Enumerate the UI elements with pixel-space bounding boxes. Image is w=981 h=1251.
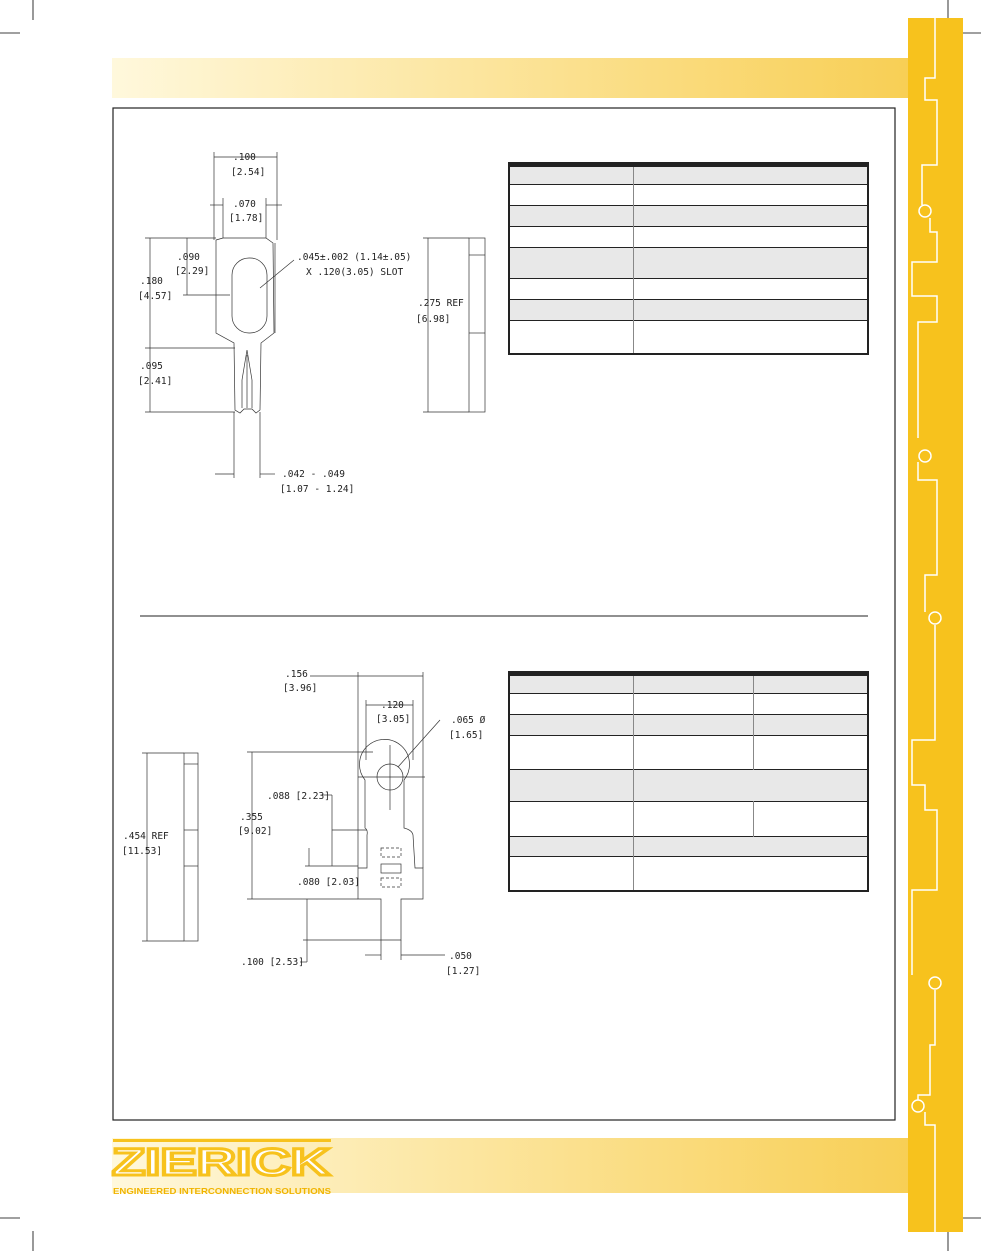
svg-text:ENGINEERED INTERCONNECTION SOL: ENGINEERED INTERCONNECTION SOLUTIONS — [113, 1186, 331, 1196]
dim-label: [3.96] — [283, 683, 317, 694]
dim-label: .090 — [177, 252, 200, 263]
dim-label: [1.07 - 1.24] — [280, 484, 354, 495]
spec-table-1 — [508, 162, 869, 355]
dim-label: [2.41] — [138, 376, 172, 387]
dim-label: .065 Ø — [451, 715, 486, 726]
drawing-1 — [145, 152, 486, 478]
dim-label: .156 — [285, 669, 308, 680]
dim-label: [2.54] — [231, 167, 265, 178]
spec-table-2 — [508, 671, 869, 892]
dim-label: .454 REF — [123, 831, 169, 842]
header-band — [112, 58, 908, 98]
dim-label: [1.65] — [449, 730, 483, 741]
dim-label: [11.53] — [122, 846, 162, 857]
dim-label: [1.27] — [446, 966, 480, 977]
drawing-1-labels: .100 [2.54] .070 [1.78] .090 [2.29] .180… — [138, 152, 464, 495]
drawing-2-labels: .156 [3.96] .120 [3.05] .065 Ø [1.65] .0… — [122, 669, 486, 977]
dim-label: .120 — [381, 700, 404, 711]
dim-label: [3.05] — [376, 714, 410, 725]
dim-label: .050 — [449, 951, 472, 962]
dim-label: .355 — [240, 812, 263, 823]
zierick-logo: ZIERICK ENGINEERED INTERCONNECTION SOLUT… — [111, 1139, 332, 1196]
dim-label: .088 [2.23] — [267, 791, 330, 802]
dim-label: [9.02] — [238, 826, 272, 837]
footer-band — [112, 1138, 908, 1193]
dim-label: .070 — [233, 199, 256, 210]
dim-label: [6.98] — [416, 314, 450, 325]
dim-label: .180 — [140, 276, 163, 287]
dim-label: [4.57] — [138, 291, 172, 302]
circuit-trace — [911, 18, 942, 1232]
slot-label: .045±.002 (1.14±.05) — [297, 252, 411, 263]
dim-label: [1.78] — [229, 213, 263, 224]
dim-label: .275 REF — [418, 298, 464, 309]
dim-label: .100 [2.53] — [241, 957, 304, 968]
dim-label: .100 — [233, 152, 256, 163]
dim-label: [2.29] — [175, 266, 209, 277]
drawing-2 — [142, 672, 445, 963]
dim-label: .042 - .049 — [282, 469, 345, 480]
content-frame — [112, 107, 896, 1121]
dim-label: .080 [2.03] — [297, 877, 360, 888]
dim-label: .095 — [140, 361, 163, 372]
slot-label: X .120(3.05) SLOT — [306, 267, 404, 278]
svg-text:ZIERICK: ZIERICK — [112, 1142, 331, 1184]
